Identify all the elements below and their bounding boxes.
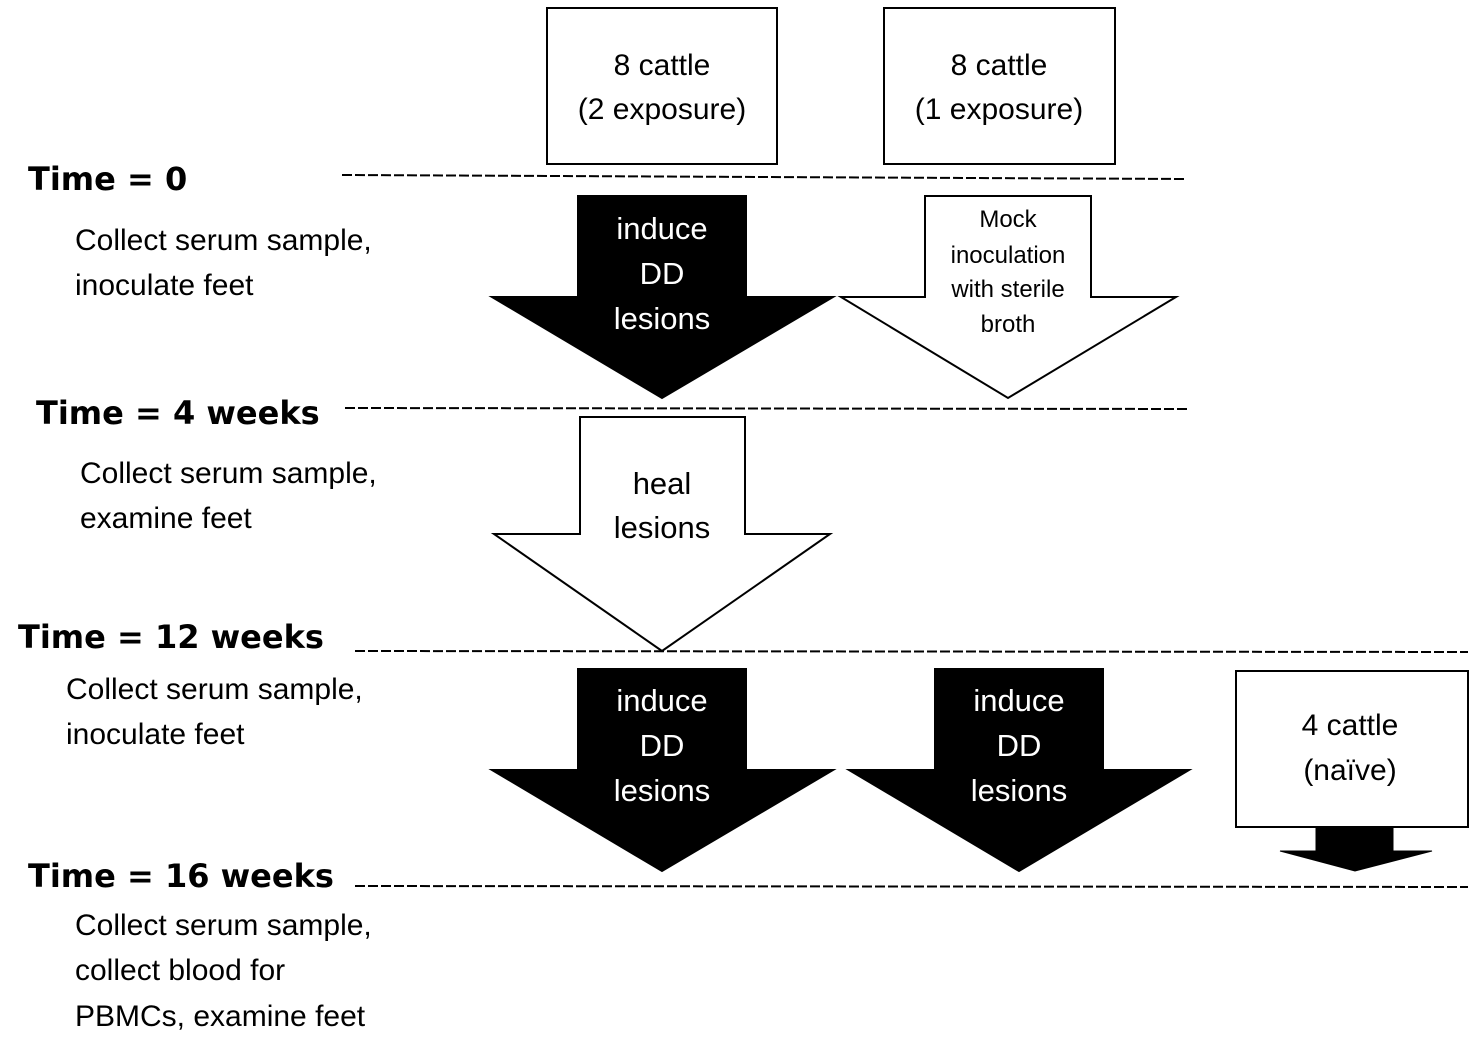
induce-arrow-2-line3: lesions <box>614 773 711 808</box>
timeline-divider-3 <box>354 885 1469 888</box>
induce-arrow-3-line1: induce <box>973 683 1064 718</box>
group-one-exposure-line2: (1 exposure) <box>915 93 1083 126</box>
mock-arrow-line1: Mock <box>979 206 1037 233</box>
timeline-divider-2 <box>354 650 1469 653</box>
timepoint-desc-3-line1: Collect serum sample, <box>75 909 372 942</box>
group-box-naive <box>1235 670 1469 828</box>
naive-arrow <box>1279 826 1433 872</box>
induce-arrow-3 <box>845 668 1193 873</box>
group-box-one-exposure <box>883 7 1116 165</box>
timepoint-desc-1-line2: examine feet <box>80 502 252 535</box>
group-box-two-exposure <box>546 7 778 165</box>
mock-arrow-line3: with sterile <box>950 276 1064 303</box>
induce-arrow-2-line2: DD <box>640 728 685 763</box>
timepoint-desc-1-line1: Collect serum sample, <box>80 457 377 490</box>
timeline-divider-1 <box>344 407 1189 410</box>
induce-arrow-1-line2: DD <box>640 256 685 291</box>
mock-arrow-line2: inoculation <box>951 242 1066 269</box>
induce-arrow-1-line1: induce <box>616 211 707 246</box>
group-naive-line1: 4 cattle <box>1302 709 1399 742</box>
mock-arrow-line4: broth <box>981 311 1036 338</box>
induce-arrow-1 <box>488 195 837 400</box>
group-naive-line2: (naïve) <box>1303 754 1396 787</box>
timeline-divider-0 <box>341 174 1187 180</box>
induce-arrow-2-line1: induce <box>616 683 707 718</box>
group-two-exposure-line2: (2 exposure) <box>578 93 746 126</box>
induce-arrow-1-line3: lesions <box>614 301 711 336</box>
timepoint-desc-3-line2: collect blood for <box>75 954 285 987</box>
heal-arrow-line2: lesions <box>614 510 711 545</box>
timepoint-label-0: Time = 0 <box>28 160 187 198</box>
heal-arrow <box>490 416 834 653</box>
timepoint-desc-2-line2: inoculate feet <box>66 718 245 751</box>
group-one-exposure-line1: 8 cattle <box>951 49 1048 82</box>
induce-arrow-3-line2: DD <box>997 728 1042 763</box>
timepoint-desc-2-line1: Collect serum sample, <box>66 673 363 706</box>
induce-arrow-2 <box>488 668 837 873</box>
timepoint-desc-0-line2: inoculate feet <box>75 269 254 302</box>
timepoint-desc-3-line3: PBMCs, examine feet <box>75 1000 366 1033</box>
induce-arrow-3-line3: lesions <box>971 773 1068 808</box>
timepoint-label-1: Time = 4 weeks <box>36 394 320 432</box>
mock-arrow <box>837 195 1180 400</box>
group-two-exposure-line1: 8 cattle <box>614 49 711 82</box>
timepoint-label-3: Time = 16 weeks <box>28 857 334 895</box>
timepoint-label-2: Time = 12 weeks <box>18 618 324 656</box>
timepoint-desc-0-line1: Collect serum sample, <box>75 224 372 257</box>
heal-arrow-line1: heal <box>633 466 692 501</box>
